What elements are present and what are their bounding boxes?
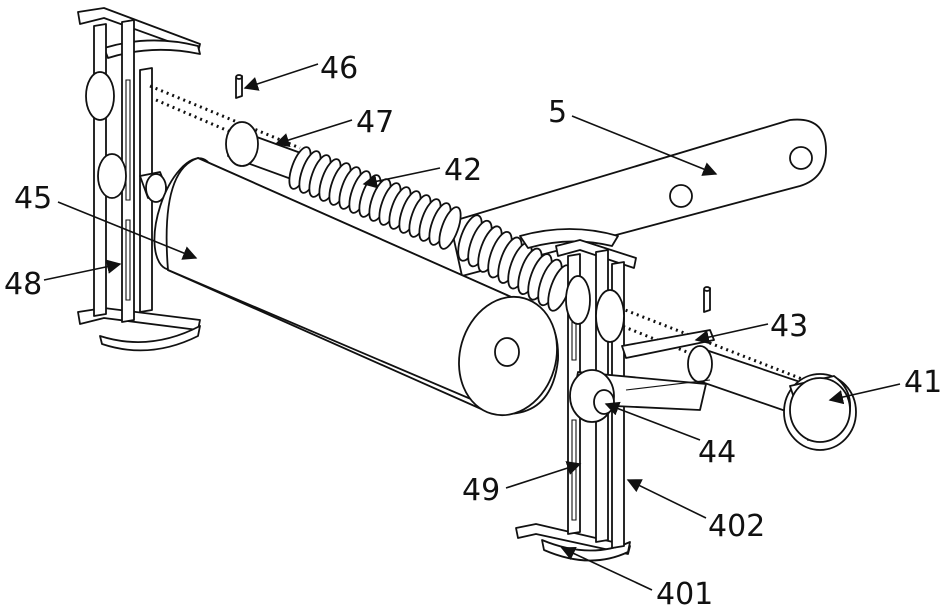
label-47: 47: [356, 105, 394, 140]
label-41: 41: [904, 365, 942, 400]
callout-labels: 46 47 42 5 45 48 43 41 44 49 402 401: [4, 51, 942, 612]
leader-401: [560, 546, 653, 591]
leader-42: [362, 167, 441, 189]
pins: [235, 74, 711, 313]
label-49: 49: [462, 473, 500, 508]
label-44: 44: [698, 435, 736, 470]
label-46: 46: [320, 51, 358, 86]
leader-5: [571, 115, 718, 176]
leader-47: [274, 119, 353, 147]
label-43: 43: [770, 309, 808, 344]
main-cylinder: [153, 157, 559, 417]
leader-44: [604, 401, 701, 441]
label-45: 45: [14, 181, 52, 216]
label-402: 402: [708, 509, 765, 544]
label-401: 401: [656, 577, 713, 612]
leader-48: [43, 259, 122, 281]
leader-402: [626, 479, 707, 519]
right-frame: [515, 228, 715, 562]
leader-45: [57, 201, 198, 260]
leader-41: [828, 383, 901, 405]
leader-49: [505, 461, 582, 489]
leader-43: [694, 323, 769, 345]
label-42: 42: [444, 153, 482, 188]
leader-46: [243, 63, 319, 91]
label-5: 5: [548, 95, 567, 130]
label-48: 48: [4, 267, 42, 302]
leader-lines: [43, 63, 901, 591]
spring-coil: [438, 206, 462, 250]
left-frame: [77, 7, 201, 352]
